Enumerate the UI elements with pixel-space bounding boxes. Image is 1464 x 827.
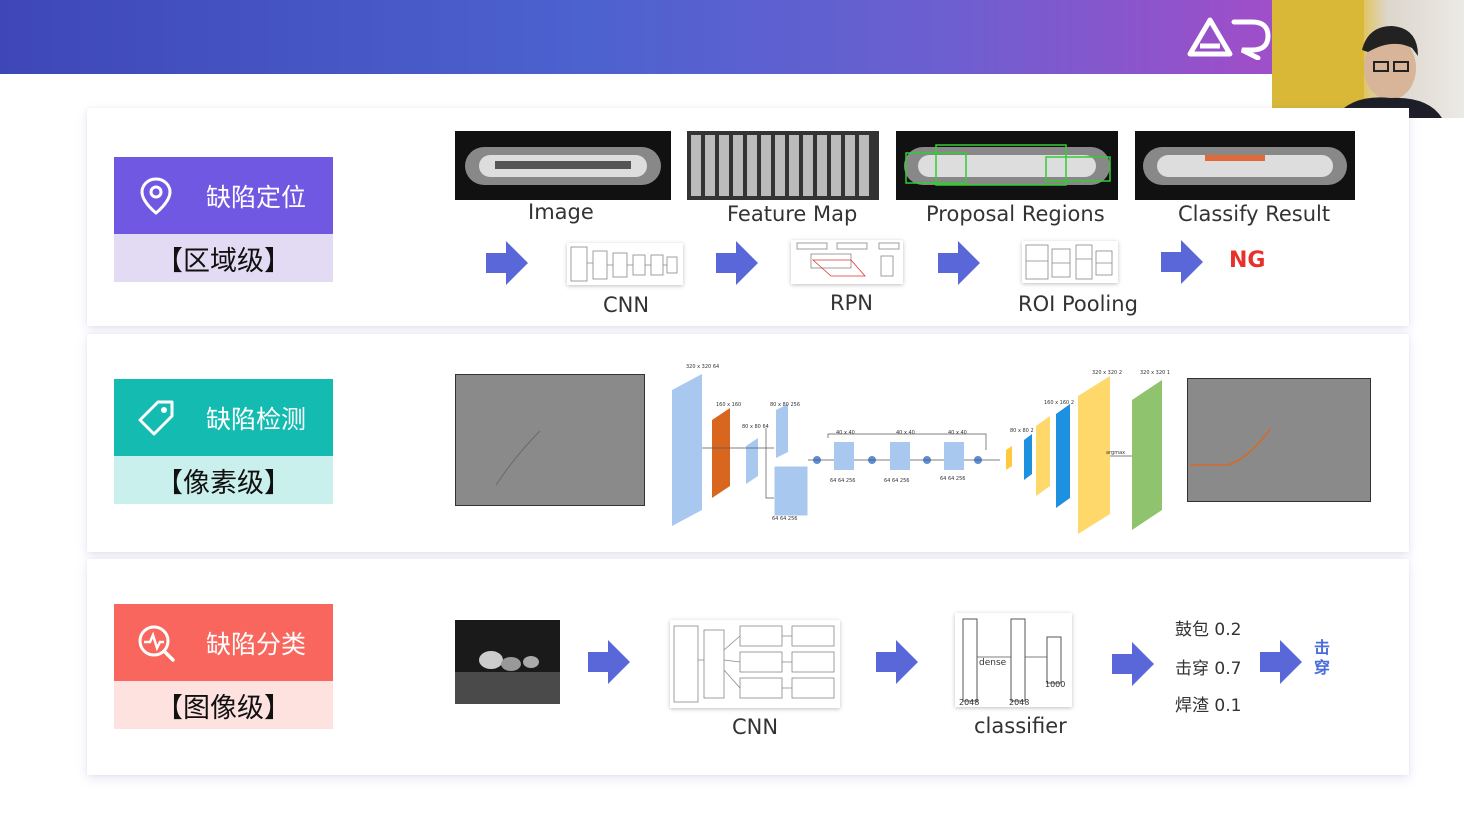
badge-locate-title: 缺陷定位 — [206, 182, 307, 212]
defect-sample-image — [455, 620, 560, 704]
label-rpn: RPN — [830, 291, 873, 315]
arrow-right-icon — [486, 241, 528, 285]
classify-result-thumbnail — [1135, 131, 1355, 200]
layer-size-label: 2048 — [959, 698, 979, 707]
badge-detect-title: 缺陷检测 — [206, 404, 307, 434]
label-classifier: classifier — [974, 714, 1067, 738]
badge-locate-header: 缺陷定位 — [114, 157, 333, 234]
arrow-right-icon — [1260, 640, 1302, 684]
ard-logo — [1187, 17, 1271, 60]
badge-classify-level: 【图像级】 — [114, 681, 333, 729]
ng-result: NG — [1229, 248, 1266, 273]
proposal-regions-thumbnail — [896, 131, 1118, 200]
net-label: 40 x 40 — [948, 430, 967, 436]
location-pin-icon — [140, 176, 172, 215]
presenter-video — [1272, 0, 1442, 118]
badge-locate: 缺陷定位 【区域级】 — [114, 157, 333, 282]
net-label: 80 x 80 64 — [742, 424, 769, 430]
layer-size-label: 2048 — [1009, 698, 1029, 707]
arrow-right-icon — [938, 241, 980, 285]
prob-slag: 焊渣 0.1 — [1175, 696, 1242, 716]
label-cnn: CNN — [603, 293, 650, 317]
label-image: Image — [528, 200, 594, 224]
pulse-search-icon — [138, 625, 175, 662]
segmentation-result-image — [1187, 378, 1371, 502]
input-surface-image — [455, 374, 645, 506]
net-label: 320 x 320 64 — [686, 364, 719, 370]
net-label: 160 x 160 2 — [1044, 400, 1074, 406]
arrow-right-icon — [588, 640, 630, 684]
arrow-right-icon — [1161, 240, 1203, 284]
badge-locate-level: 【区域级】 — [114, 234, 333, 282]
net-label: 40 x 40 — [836, 430, 855, 436]
layer-size-label: 1000 — [1045, 680, 1065, 689]
arrow-right-icon — [716, 241, 758, 285]
feature-map-thumbnail — [687, 131, 879, 200]
net-label: 320 x 320 1 — [1140, 370, 1170, 376]
label-proposal-regions: Proposal Regions — [926, 202, 1105, 226]
badge-classify-header: 缺陷分类 — [114, 604, 333, 681]
net-label: 64 64 256 — [830, 478, 855, 484]
net-label: 64 64 256 — [884, 478, 909, 484]
rpn-diagram — [791, 240, 903, 284]
net-label: 320 x 320 2 — [1092, 370, 1122, 376]
roi-pooling-diagram — [1022, 241, 1118, 283]
classifier-diagram: dense 2048 2048 1000 — [955, 613, 1072, 707]
net-label: 80 x 80 2 — [1010, 428, 1034, 434]
label-feature-map: Feature Map — [727, 202, 858, 226]
net-label: 64 64 256 — [940, 476, 965, 482]
badge-classify: 缺陷分类 【图像级】 — [114, 604, 333, 729]
net-label: 40 x 40 — [896, 430, 915, 436]
arrow-right-icon — [876, 640, 918, 684]
cnn-diagram — [567, 243, 683, 285]
arrow-right-icon — [1112, 642, 1154, 686]
net-label: 80 x 80 256 — [770, 402, 800, 408]
net-label: argmax — [1106, 450, 1125, 456]
prob-bulge: 鼓包 0.2 — [1175, 620, 1242, 640]
label-roi-pooling: ROI Pooling — [1018, 292, 1138, 316]
classify-result: 击穿 — [1314, 638, 1331, 677]
net-label: 160 x 160 — [716, 402, 741, 408]
badge-detect-header: 缺陷检测 — [114, 379, 333, 456]
net-label: 64 64 256 — [772, 516, 797, 522]
image-thumbnail — [455, 131, 671, 200]
dense-label: dense — [979, 658, 1007, 668]
unet-architecture-diagram: 320 x 320 64 160 x 160 80 x 80 256 80 x … — [672, 364, 1170, 534]
label-cnn-classify: CNN — [732, 715, 779, 739]
webcam-overlay — [1272, 0, 1464, 118]
badge-detect-level: 【像素级】 — [114, 456, 333, 504]
tag-icon — [138, 400, 174, 435]
cnn-classifier-diagram — [670, 620, 840, 708]
prob-breakdown: 击穿 0.7 — [1175, 659, 1242, 679]
label-classify-result: Classify Result — [1178, 202, 1331, 226]
badge-detect: 缺陷检测 【像素级】 — [114, 379, 333, 504]
badge-classify-title: 缺陷分类 — [206, 629, 307, 659]
